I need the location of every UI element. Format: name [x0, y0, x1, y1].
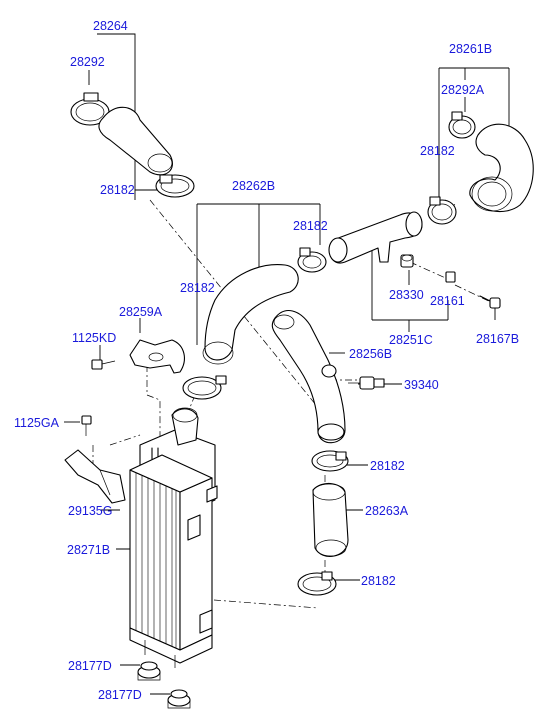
pipe-28256B-group: [271, 309, 385, 444]
center-hose-group: [182, 264, 299, 400]
clamp-28182-a: [155, 174, 195, 198]
label-28292: 28292: [70, 55, 105, 69]
nut-28161: [445, 271, 456, 283]
label-28177D-b: 28177D: [98, 688, 142, 702]
bracket-group: [91, 339, 185, 374]
label-1125GA: 1125GA: [14, 416, 60, 430]
label-28262B: 28262B: [232, 179, 275, 193]
label-28182-f: 28182: [361, 574, 396, 588]
bolt-28167B: [479, 295, 501, 309]
label-28177D-a: 28177D: [68, 659, 112, 673]
side-bracket-group: [64, 415, 126, 504]
label-28182-c: 28182: [293, 219, 328, 233]
bolt-1125GA: [81, 415, 92, 436]
hose-28264: [98, 106, 173, 176]
clamp-28182-d: [182, 375, 227, 400]
label-29135G: 29135G: [68, 504, 112, 518]
bolt-1125KD: [91, 359, 116, 370]
pipe-28251C-group: [297, 211, 501, 309]
label-1125KD: 1125KD: [72, 331, 116, 345]
clamp-28292A: [448, 111, 476, 139]
label-28256B: 28256B: [349, 347, 392, 361]
label-28264: 28264: [93, 19, 128, 33]
label-28182-b: 28182: [420, 144, 455, 158]
sensor-39340: [348, 376, 385, 390]
core-fins: [135, 473, 177, 648]
label-28167B: 28167B: [476, 332, 519, 346]
label-28292A: 28292A: [441, 83, 485, 97]
label-39340: 39340: [404, 378, 439, 392]
mount-28177D-lower: [167, 689, 191, 709]
label-28182-e: 28182: [370, 459, 405, 473]
label-28263A: 28263A: [365, 504, 409, 518]
bolt-28330: [400, 254, 414, 268]
bracket-28259A: [129, 339, 185, 374]
clamp-28182-c: [297, 247, 327, 273]
hose-28261B: [469, 123, 534, 213]
label-28271B: 28271B: [67, 543, 110, 557]
hose-28263A: [312, 482, 349, 557]
label-28161: 28161: [430, 294, 465, 308]
clamp-28182-e: [311, 450, 349, 472]
label-28261B: 28261B: [449, 42, 492, 56]
label-28330: 28330: [389, 288, 424, 302]
part-labels: 28264 28292 28182 28261B 28292A 28182 28…: [14, 19, 519, 702]
mount-28177D-upper: [137, 661, 161, 681]
intercooler-28271B: [129, 407, 218, 668]
clamp-28182-b: [427, 196, 457, 225]
lower-hose-group: [297, 450, 349, 596]
label-28182-a: 28182: [100, 183, 135, 197]
label-28259A: 28259A: [119, 305, 163, 319]
clamp-28182-f: [297, 571, 337, 596]
bracket-29135G: [64, 449, 126, 504]
right-hose-group: [427, 111, 534, 225]
label-28182-d: 28182: [180, 281, 215, 295]
label-28251C: 28251C: [389, 333, 433, 347]
pipe-28256B: [271, 309, 346, 444]
upper-left-hose-group: [70, 92, 195, 198]
